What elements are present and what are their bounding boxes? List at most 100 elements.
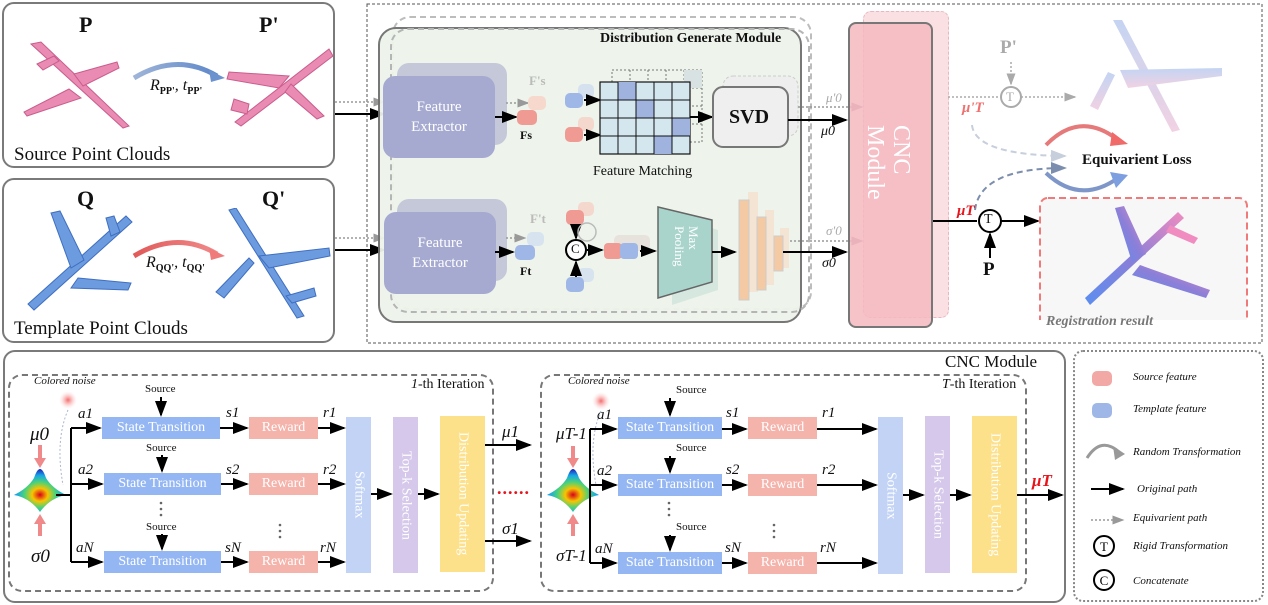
- mu-t-prime-label: μ'T: [962, 100, 984, 116]
- random-transform-arrow-icon: [132, 62, 225, 82]
- max-pooling-label: Max Pooling: [672, 226, 701, 267]
- legend-item-label: Source feature: [1133, 371, 1197, 383]
- dgm-title: Distribution Generate Module: [600, 31, 782, 46]
- template-feature-icon: [1092, 403, 1112, 418]
- sigma-in-label: σT-1: [556, 546, 587, 565]
- p-label: P: [983, 259, 995, 280]
- legend-item-label: Template feature: [1133, 403, 1207, 415]
- sigma-in-label: σ0: [31, 546, 50, 567]
- source-label: Source: [146, 442, 177, 454]
- feature-extractor-bottom: Feature Extractor: [384, 212, 496, 294]
- topk-selection-block: Top-k Selection: [393, 417, 418, 573]
- cloud-q-label: Q: [77, 186, 95, 211]
- airplane-p-prime-icon: [226, 48, 334, 127]
- random-transformation-icon: [1085, 443, 1125, 460]
- mu-t-label: μT: [957, 203, 975, 219]
- legend-item-label: Concatenate: [1133, 575, 1189, 587]
- rqq-transform-label: RQQ', tQQ': [146, 254, 205, 275]
- fs-prime-feature: [528, 96, 546, 110]
- distribution-updating-block: Distribution Updating: [440, 416, 485, 572]
- source-label: Source: [676, 521, 707, 533]
- p-prime-label-faded: P': [1000, 37, 1017, 58]
- reward-block: Reward: [748, 474, 817, 496]
- reward-value-label: rN: [820, 540, 836, 556]
- registration-result-box: [1039, 197, 1248, 320]
- iteration-t-graphics: [547, 392, 1064, 569]
- dgm-internals: [495, 69, 799, 305]
- source-label: Source: [146, 521, 177, 533]
- mu-t-output-label: μT: [1032, 471, 1052, 490]
- source-label: Source: [676, 384, 707, 396]
- state-label: s2: [226, 462, 240, 478]
- distribution-updating-block: Distribution Updating: [972, 416, 1017, 573]
- state-label: s1: [226, 405, 240, 421]
- svd-label: SVD: [729, 106, 770, 128]
- reward-block: Reward: [748, 417, 817, 439]
- state-label: sN: [725, 540, 741, 556]
- fs-label: Fs: [520, 128, 532, 142]
- airplane-q-prime-icon: [215, 208, 331, 319]
- iteration-dots: ......: [497, 478, 530, 498]
- state-transition-block: State Transition: [104, 473, 221, 495]
- reward-block: Reward: [249, 473, 318, 495]
- svd-block: [712, 86, 789, 148]
- action-label: a2: [597, 463, 612, 479]
- softmax-block: Softmax: [878, 417, 903, 574]
- reward-block: Reward: [748, 552, 817, 574]
- mu0-prime-label: μ'0: [826, 90, 842, 105]
- top-outer-dashed-frame: [366, 3, 1263, 344]
- mlp-layer: [756, 216, 767, 291]
- registration-result-label: Registration result: [1046, 314, 1153, 329]
- reward-value-label: r1: [323, 405, 337, 421]
- svg-text:C: C: [1100, 573, 1109, 588]
- colored-noise-icon: [59, 391, 77, 409]
- template-panel-title: Template Point Clouds: [14, 318, 188, 339]
- transform-symbol-faded: T: [1006, 89, 1014, 104]
- cnc-module-block[interactable]: [848, 22, 933, 328]
- sigma0-label: σ0: [822, 256, 836, 271]
- gaussian-distribution-icon: [547, 469, 599, 512]
- mlp-layer: [738, 199, 750, 301]
- state-transition-block: State Transition: [104, 551, 221, 573]
- cnc-detail-connectors: [14, 391, 1064, 569]
- ft-prime-label: F't: [530, 211, 546, 226]
- iteration-1-graphics: [14, 391, 532, 568]
- reward-block: Reward: [249, 417, 318, 439]
- equivariant-loss-label: Equivarient Loss: [1082, 152, 1192, 168]
- legend-panel: [1073, 350, 1264, 602]
- cnc-detail-title: CNC Module: [945, 352, 1038, 371]
- feature-extractor-top: Feature Extractor: [383, 76, 495, 158]
- legend-item-label: Rigid Transformation: [1133, 540, 1229, 552]
- iteration-t-title: T-th Iteration: [942, 377, 1017, 392]
- max-pooling-block: [657, 206, 713, 300]
- colored-noise-label: Colored noise: [34, 375, 96, 387]
- airplane-registration-result-icon: [1085, 206, 1210, 305]
- state-transition-block: State Transition: [618, 552, 722, 574]
- action-label: aN: [76, 540, 94, 556]
- cloud-p-label: P: [79, 12, 93, 37]
- source-point-clouds-panel: P P' RPP', tPP' Source Point Clouds: [2, 2, 335, 168]
- reward-value-label: rN: [320, 540, 336, 556]
- state-label: sN: [225, 540, 241, 556]
- feature-matching-label: Feature Matching: [593, 164, 693, 179]
- ft-feature: [515, 245, 535, 260]
- right-section-connectors: [933, 20, 1248, 320]
- mu-in-label: μ0: [30, 424, 50, 445]
- cnc-module-label: CNC Module: [862, 125, 914, 200]
- cloud-q-prime-label: Q': [262, 186, 286, 211]
- legend-item-label: Equivarient path: [1133, 512, 1208, 524]
- legend-icons: T C: [1085, 371, 1125, 591]
- iteration-1-title: 1-th Iteration: [411, 377, 485, 392]
- action-label: a2: [78, 462, 93, 478]
- legend-item-label: Original path: [1137, 483, 1198, 495]
- softmax-block: Softmax: [346, 417, 371, 573]
- iteration-t-frame: [540, 374, 1027, 592]
- airplane-p-icon: [23, 41, 130, 129]
- action-label: a1: [78, 406, 93, 422]
- concat-symbol: C: [571, 241, 580, 256]
- airplane-q-icon: [27, 210, 133, 311]
- source-label: Source: [676, 442, 707, 454]
- svg-text:T: T: [1100, 539, 1108, 554]
- action-label: aN: [595, 541, 613, 557]
- topk-selection-block: Top-k Selection: [925, 416, 950, 573]
